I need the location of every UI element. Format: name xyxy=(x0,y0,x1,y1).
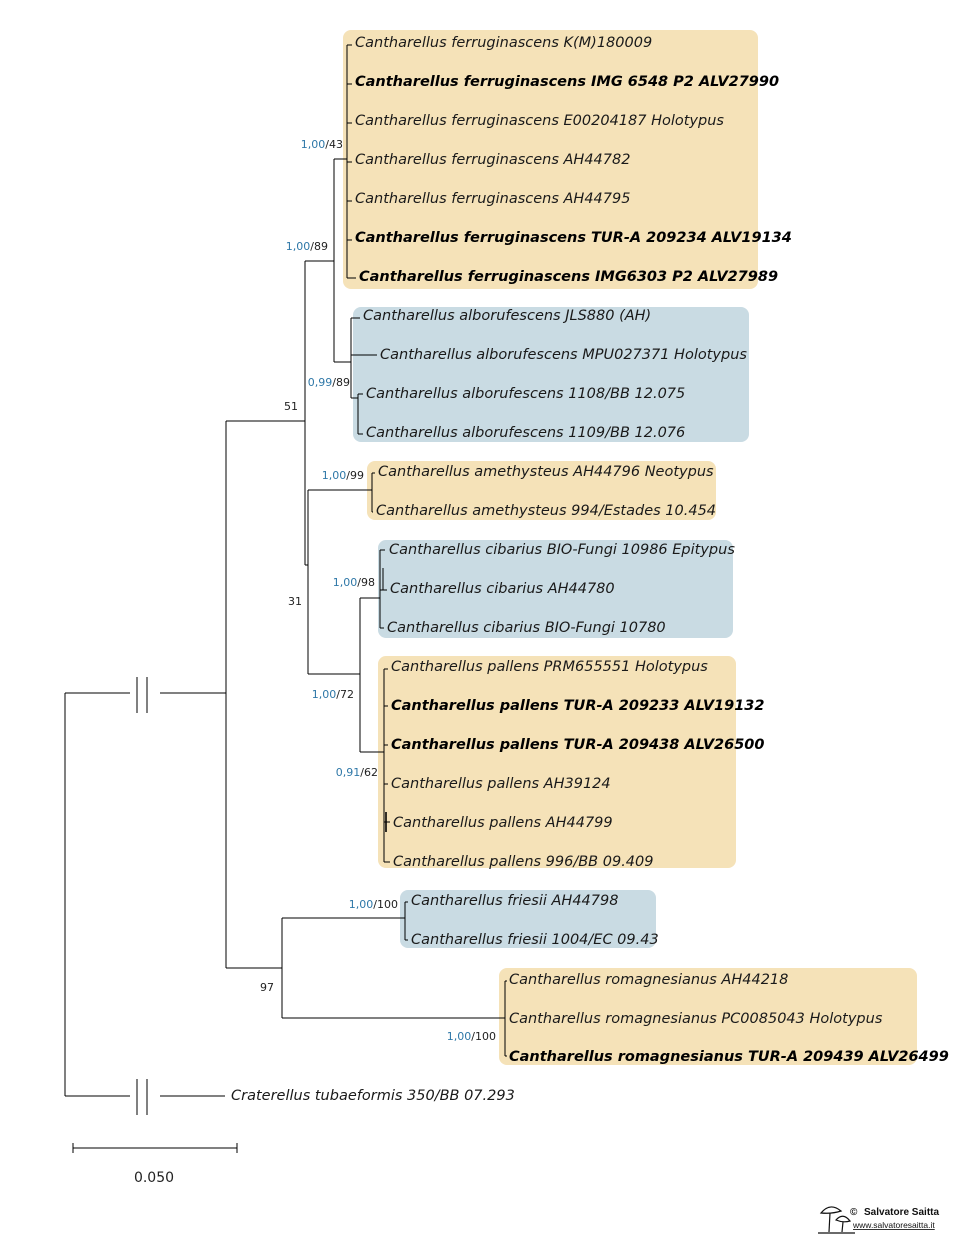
posterior-probability: 1,00 xyxy=(447,1030,472,1043)
credit-name: Salvatore Saitta xyxy=(864,1207,939,1218)
clade-box-pallens xyxy=(378,656,736,868)
bootstrap-value: /43 xyxy=(325,138,343,151)
bootstrap-value: /72 xyxy=(336,688,354,701)
taxon-label: Cantharellus alborufescens 1108/BB 12.07… xyxy=(366,386,685,402)
taxon-label: Cantharellus friesii 1004/EC 09.43 xyxy=(411,932,659,948)
tree-branches xyxy=(64,44,507,1115)
taxon-label: Cantharellus amethysteus AH44796 Neotypu… xyxy=(378,464,714,480)
support-value: 1,00/100 xyxy=(447,1030,496,1043)
taxon-label: Cantharellus pallens AH39124 xyxy=(391,776,611,792)
taxon-label: Cantharellus pallens TUR-A 209233 ALV191… xyxy=(391,698,765,714)
taxon-label: Cantharellus ferruginascens AH44782 xyxy=(355,152,630,168)
credit-site: www.salvatoresaitta.it xyxy=(852,1220,935,1230)
taxon-label: Cantharellus alborufescens 1109/BB 12.07… xyxy=(366,425,685,441)
posterior-probability: 0,91 xyxy=(336,766,361,779)
taxon-label: Cantharellus pallens PRM655551 Holotypus xyxy=(391,659,708,675)
support-value: 31 xyxy=(288,595,302,608)
bootstrap-value: /89 xyxy=(332,376,350,389)
bootstrap-value: /62 xyxy=(360,766,378,779)
scale-bar: 0.050 xyxy=(72,1143,238,1186)
bootstrap-value: 31 xyxy=(288,595,302,608)
support-value: 51 xyxy=(284,400,298,413)
bootstrap-value: /100 xyxy=(471,1030,496,1043)
posterior-probability: 0,99 xyxy=(308,376,333,389)
clade-boxes xyxy=(343,30,917,1065)
taxon-label: Cantharellus ferruginascens IMG6303 P2 A… xyxy=(359,269,778,285)
support-value: 1,00/99 xyxy=(322,469,364,482)
clade-box-romagnesianus xyxy=(499,968,917,1065)
scale-bar-label: 0.050 xyxy=(134,1170,174,1186)
clade-box-ferruginascens xyxy=(343,30,758,289)
branch-break-mark xyxy=(136,677,148,713)
posterior-probability: 1,00 xyxy=(322,469,347,482)
clade-box-cibarius xyxy=(378,540,733,638)
taxon-label: Cantharellus pallens 996/BB 09.409 xyxy=(393,854,653,870)
bootstrap-value: 97 xyxy=(260,981,274,994)
copyright-symbol: © xyxy=(850,1207,858,1218)
branch-break-mark xyxy=(136,1079,148,1115)
taxon-label: Cantharellus ferruginascens E00204187 Ho… xyxy=(355,113,724,129)
taxon-label: Cantharellus pallens AH44799 xyxy=(393,815,613,831)
support-value: 1,00/100 xyxy=(349,898,398,911)
posterior-probability: 1,00 xyxy=(349,898,374,911)
taxon-label: Cantharellus cibarius AH44780 xyxy=(390,581,615,597)
support-values: 1,00/43 1,00/89 0,99/89 1,00/99 1,00/98 … xyxy=(260,138,496,1043)
clade-box-alborufescens xyxy=(353,307,749,442)
bootstrap-value: /89 xyxy=(310,240,328,253)
taxon-label: Cantharellus friesii AH44798 xyxy=(411,893,618,909)
taxon-label: Cantharellus ferruginascens TUR-A 209234… xyxy=(355,230,792,246)
taxon-label: Cantharellus ferruginascens IMG 6548 P2 … xyxy=(355,74,779,90)
taxon-label: Cantharellus ferruginascens K(M)180009 xyxy=(355,35,652,51)
posterior-probability: 1,00 xyxy=(333,576,358,589)
clade-box-friesii xyxy=(400,890,656,948)
taxon-label: Cantharellus cibarius BIO-Fungi 10986 Ep… xyxy=(389,542,735,558)
posterior-probability: 1,00 xyxy=(301,138,326,151)
support-value: 1,00/89 xyxy=(286,240,328,253)
posterior-probability: 1,00 xyxy=(312,688,337,701)
support-value: 1,00/98 xyxy=(333,576,375,589)
taxon-label: Cantharellus cibarius BIO-Fungi 10780 xyxy=(387,620,666,636)
support-value: 1,00/72 xyxy=(312,688,354,701)
taxon-labels: Cantharellus ferruginascens K(M)180009 C… xyxy=(231,35,949,1104)
taxon-label: Cantharellus alborufescens JLS880 (AH) xyxy=(363,308,651,324)
taxon-label: Cantharellus ferruginascens AH44795 xyxy=(355,191,630,207)
bootstrap-value: /100 xyxy=(373,898,398,911)
bootstrap-value: /99 xyxy=(346,469,364,482)
bootstrap-value: /98 xyxy=(357,576,375,589)
taxon-label: Cantharellus alborufescens MPU027371 Hol… xyxy=(380,347,747,363)
taxon-label: Cantharellus pallens TUR-A 209438 ALV265… xyxy=(391,737,765,753)
clade-box-amethysteus xyxy=(367,461,716,520)
support-value: 1,00/43 xyxy=(301,138,343,151)
support-value: 0,91/62 xyxy=(336,766,378,779)
posterior-probability: 1,00 xyxy=(286,240,311,253)
support-value: 97 xyxy=(260,981,274,994)
mushroom-logo-icon xyxy=(818,1206,855,1234)
taxon-label: Craterellus tubaeformis 350/BB 07.293 xyxy=(231,1088,515,1104)
taxon-label: Cantharellus romagnesianus AH44218 xyxy=(509,972,788,988)
taxon-label: Cantharellus amethysteus 994/Estades 10.… xyxy=(376,503,716,519)
taxon-label: Cantharellus romagnesianus TUR-A 209439 … xyxy=(509,1049,949,1065)
bootstrap-value: 51 xyxy=(284,400,298,413)
support-value: 0,99/89 xyxy=(308,376,350,389)
photographer-credit: © Salvatore Saitta www.salvatoresaitta.i… xyxy=(818,1206,939,1234)
taxon-label: Cantharellus romagnesianus PC0085043 Hol… xyxy=(509,1011,883,1027)
